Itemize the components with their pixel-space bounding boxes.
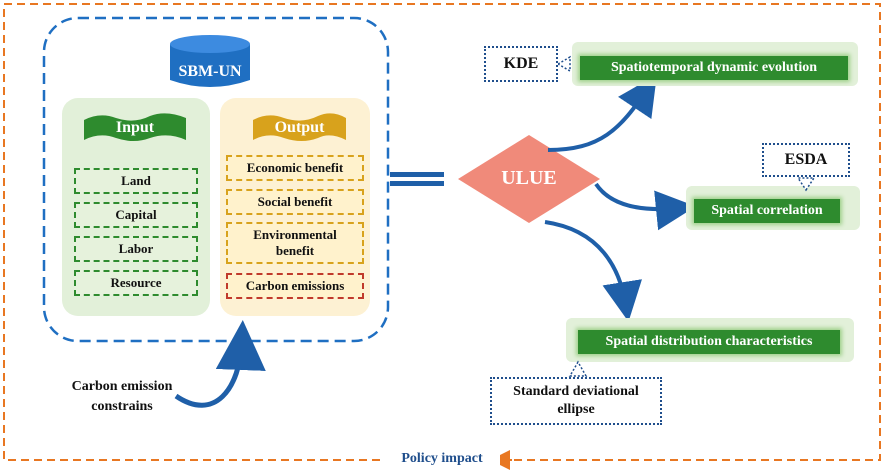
sde-box: Standard deviational ellipse — [490, 377, 662, 425]
arrow-to-evolution — [547, 74, 657, 152]
output-banner — [253, 113, 346, 141]
ulue-label: ULUE — [501, 167, 557, 189]
arrow-to-distribution — [544, 220, 643, 322]
distribution-label: Spatial distribution characteristics — [578, 330, 840, 354]
esda-connector-arrow — [796, 177, 816, 192]
output-item-social: Social benefit — [226, 189, 364, 215]
evolution-label: Spatiotemporal dynamic evolution — [580, 56, 848, 80]
input-item-capital: Capital — [74, 202, 198, 228]
arrow-to-correlation — [594, 182, 696, 231]
input-title: Input — [115, 119, 155, 136]
input-item-labor: Labor — [74, 236, 198, 262]
equals-bottom — [390, 181, 444, 186]
arrow-constraint — [174, 320, 266, 408]
output-item-environmental: Environmental benefit — [226, 222, 364, 264]
kde-connector-arrow — [556, 55, 571, 73]
output-title: Output — [274, 119, 325, 136]
esda-box: ESDA — [762, 143, 850, 177]
model-label: SBM-UN — [178, 63, 242, 80]
output-item-carbon: Carbon emissions — [226, 273, 364, 299]
input-item-resource: Resource — [74, 270, 198, 296]
database-icon — [170, 35, 250, 87]
output-item-economic: Economic benefit — [226, 155, 364, 181]
kde-box: KDE — [484, 46, 558, 82]
input-banner — [84, 113, 186, 141]
equals-top — [390, 172, 444, 177]
constraint-label: Carbon emission constrains — [71, 379, 173, 414]
outer-frame — [3, 3, 881, 461]
policy-impact-label: Policy impact — [384, 451, 500, 467]
ulue-diamond — [458, 135, 600, 223]
input-item-land: Land — [74, 168, 198, 194]
correlation-label: Spatial correlation — [694, 199, 840, 223]
sde-connector-arrow — [568, 360, 588, 377]
